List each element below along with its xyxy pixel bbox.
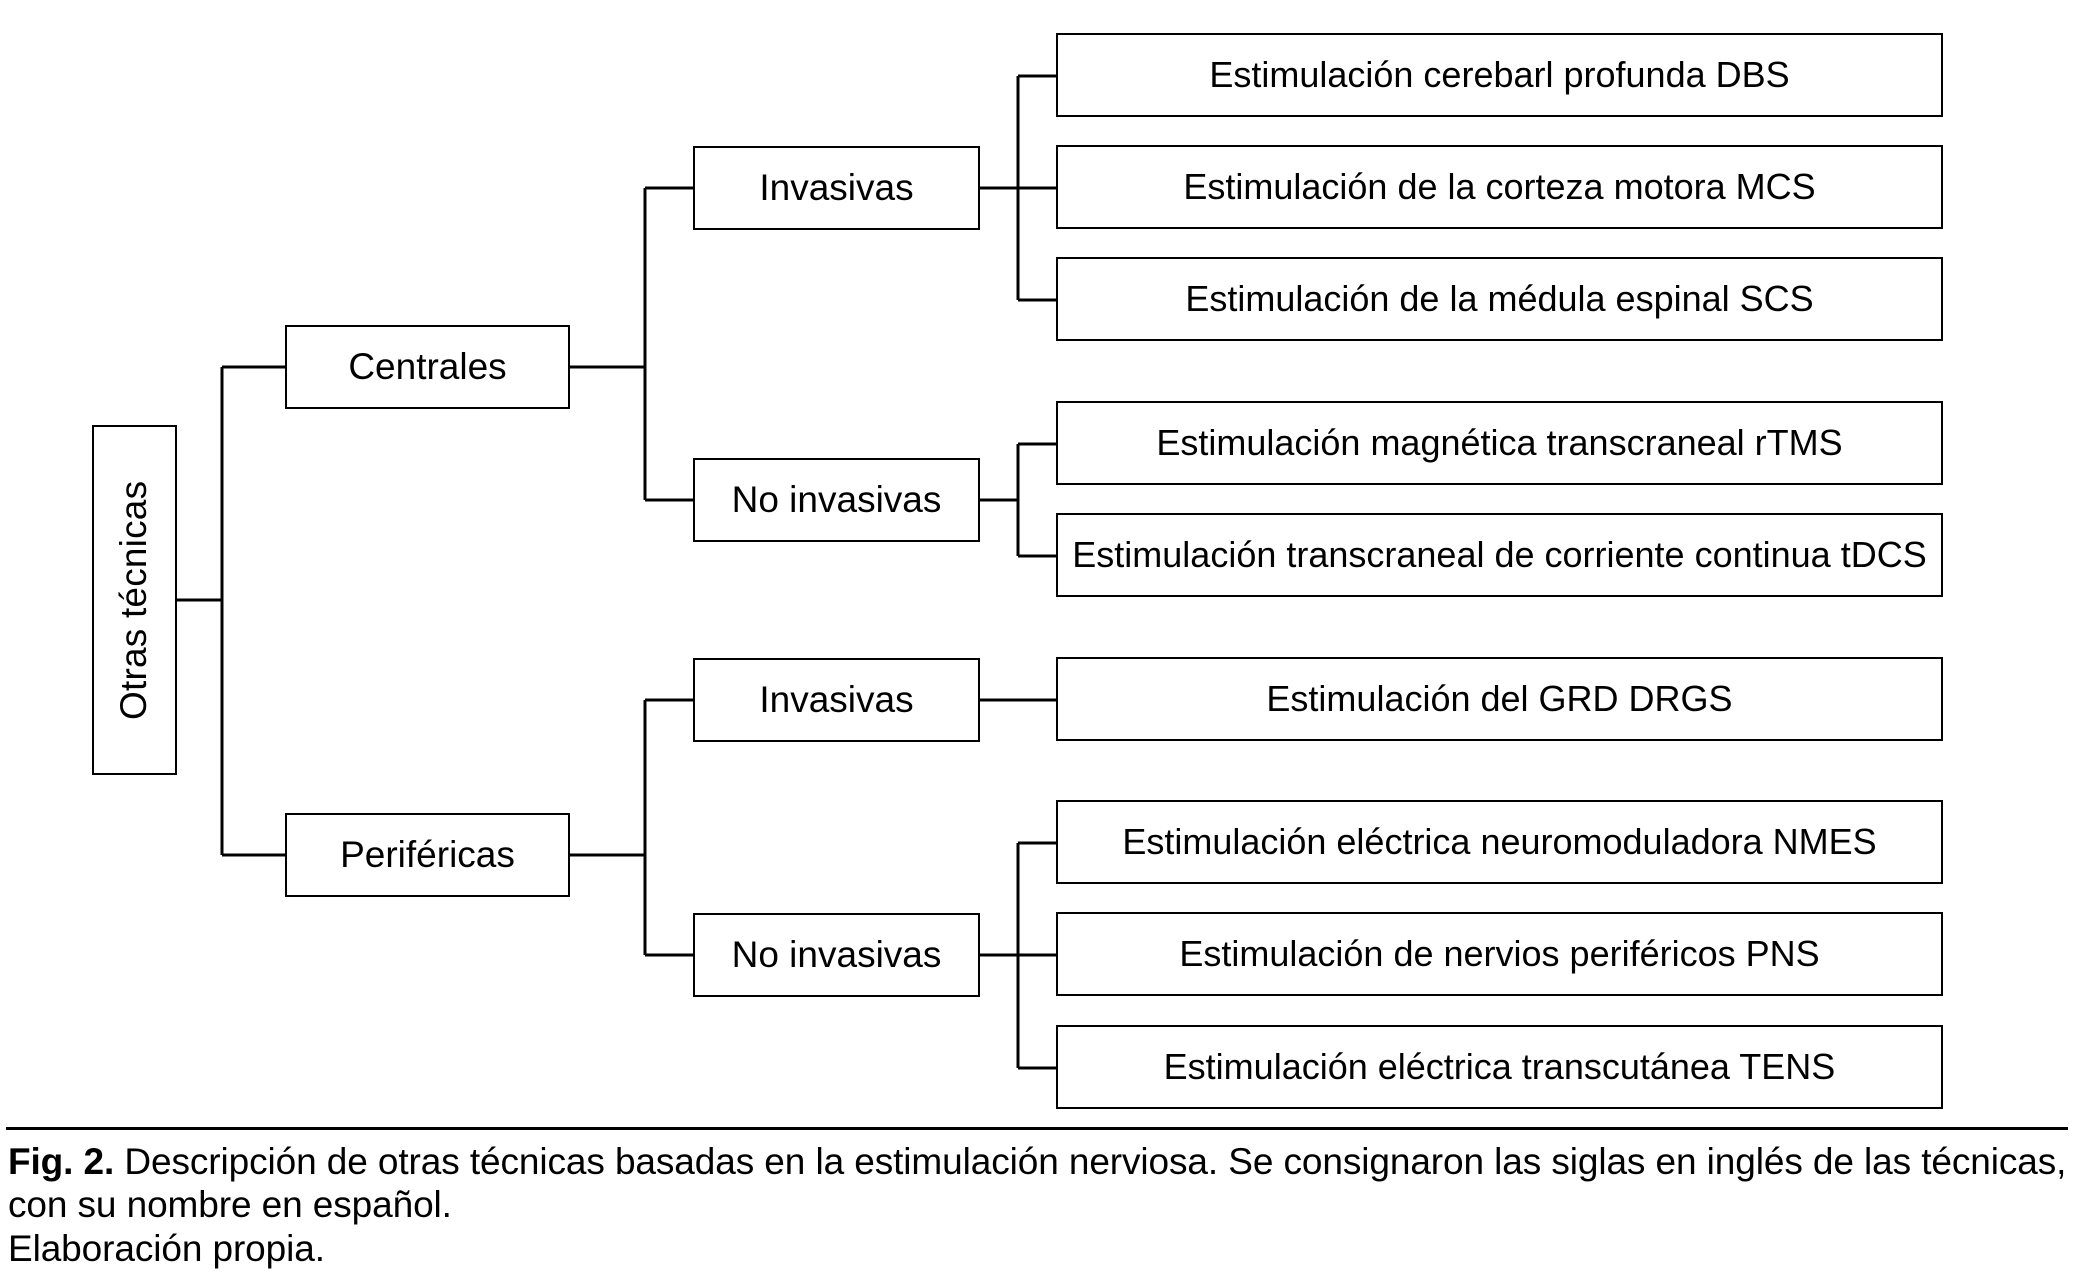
leaf-mcs[interactable]: Estimulación de la corteza motora MCS [1056,145,1943,229]
node-centrales[interactable]: Centrales [285,325,570,409]
caption-text-line1: Descripción de otras técnicas basadas en… [8,1141,2067,1226]
node-centrales-invasivas[interactable]: Invasivas [693,146,980,230]
leaf-rtms[interactable]: Estimulación magnética transcraneal rTMS [1056,401,1943,485]
node-root[interactable]: Otras técnicas [92,425,177,775]
tree-diagram: Otras técnicas Centrales Periféricas Inv… [92,33,1943,1109]
node-perifericas-invasivas[interactable]: Invasivas [693,658,980,742]
leaf-tdcs[interactable]: Estimulación transcraneal de corriente c… [1056,513,1943,597]
leaf-drgs[interactable]: Estimulación del GRD DRGS [1056,657,1943,741]
caption-divider [6,1127,2068,1130]
leaf-dbs[interactable]: Estimulación cerebarl profunda DBS [1056,33,1943,117]
leaf-nmes[interactable]: Estimulación eléctrica neuromoduladora N… [1056,800,1943,884]
leaf-tens[interactable]: Estimulación eléctrica transcutánea TENS [1056,1025,1943,1109]
figure-label: Fig. 2. [8,1141,115,1182]
node-perifericas-no-invasivas[interactable]: No invasivas [693,913,980,997]
leaf-scs[interactable]: Estimulación de la médula espinal SCS [1056,257,1943,341]
node-perifericas[interactable]: Periféricas [285,813,570,897]
figure-caption: Fig. 2. Descripción de otras técnicas ba… [8,1140,2068,1270]
node-centrales-no-invasivas[interactable]: No invasivas [693,458,980,542]
leaf-pns[interactable]: Estimulación de nervios periféricos PNS [1056,912,1943,996]
caption-text-line2: Elaboración propia. [8,1227,325,1269]
